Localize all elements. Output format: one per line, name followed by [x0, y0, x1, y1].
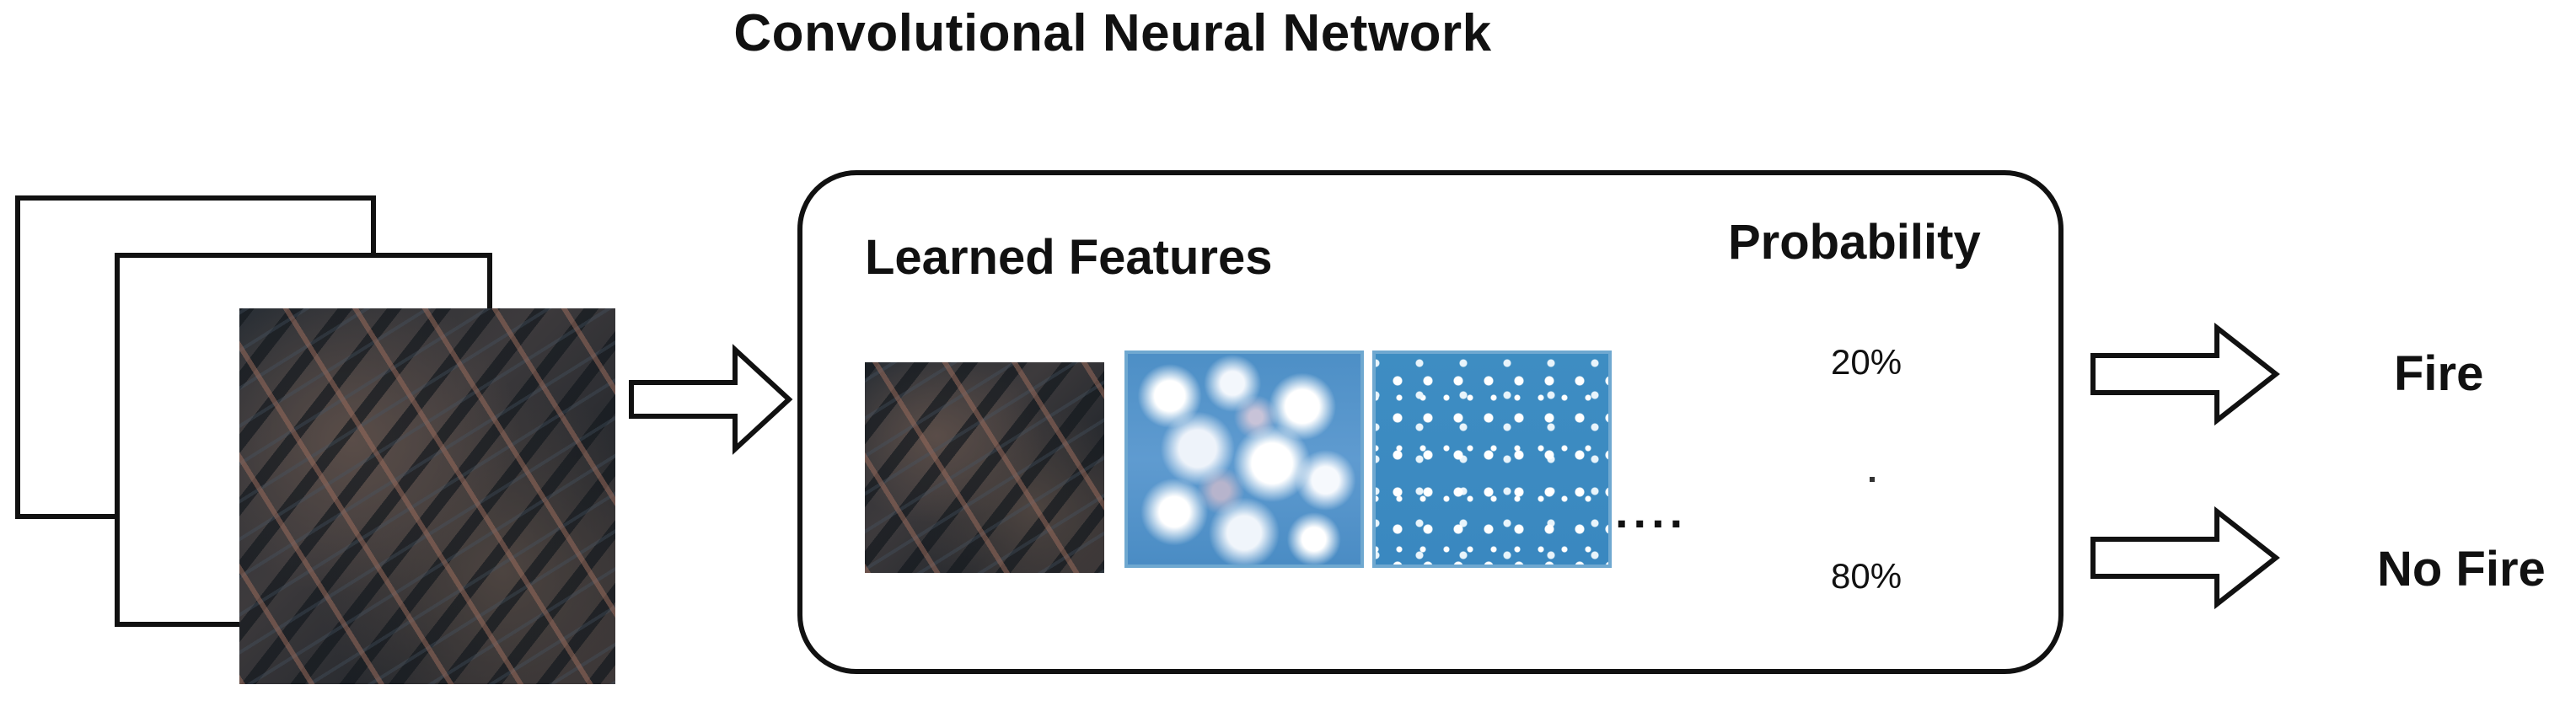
learned-features-heading: Learned Features [865, 230, 1273, 285]
fire-output-label: Fire [2394, 346, 2484, 401]
probability-heading: Probability [1728, 215, 1981, 270]
input-satellite-image [239, 308, 615, 684]
fire-output-arrow-icon [2090, 322, 2280, 426]
feature-maps-ellipsis: .... [1615, 484, 1688, 538]
feature-map-blurred [1124, 350, 1364, 568]
no-fire-output-label: No Fire [2377, 542, 2546, 597]
no-fire-output-arrow-icon [2090, 506, 2280, 610]
input-arrow-icon [629, 344, 793, 455]
probability-no-fire-value: 80% [1831, 556, 1902, 596]
probability-fire-value: 20% [1831, 342, 1902, 382]
probability-separator-dot [1870, 477, 1875, 482]
feature-map-original-image [865, 362, 1104, 573]
diagram-title: Convolutional Neural Network [733, 4, 1492, 62]
feature-map-dotted [1372, 350, 1612, 568]
